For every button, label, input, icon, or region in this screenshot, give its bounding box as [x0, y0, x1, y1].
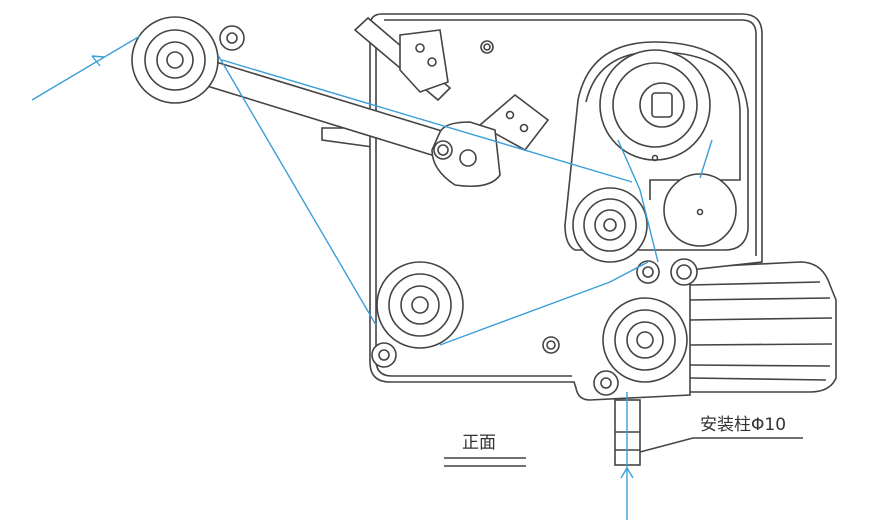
arrow-out-icon [91, 55, 105, 67]
guide-roller [636, 260, 660, 284]
wire-clamp-top [353, 16, 452, 102]
lower-left-pulley [376, 261, 464, 349]
mount-hole [542, 336, 560, 354]
wire-clamp-middle [478, 93, 550, 152]
guide-roller [593, 370, 619, 396]
belt-pulley [572, 187, 648, 263]
drive-belt [564, 41, 749, 251]
guide-roller [670, 258, 698, 286]
wire-path [31, 35, 713, 520]
top-left-pulley [131, 16, 245, 104]
guide-roller [371, 342, 397, 368]
leader-line [639, 437, 803, 453]
view-underline [444, 457, 526, 467]
side-housing [679, 261, 837, 393]
arrow-in-icon [620, 466, 634, 479]
front-view-label: 正面 [462, 433, 496, 453]
lower-right-pulley [602, 297, 688, 383]
main-drum [599, 49, 711, 162]
mount-post-label: 安装柱Φ10 [700, 415, 787, 435]
mount-hole [480, 40, 494, 54]
